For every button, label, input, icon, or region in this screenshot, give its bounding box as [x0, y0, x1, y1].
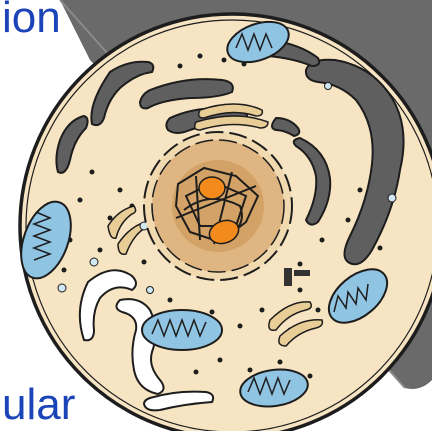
nucleolus	[199, 177, 225, 199]
slide-text-fragment-bottom: ular	[2, 383, 75, 427]
nucleus	[144, 132, 292, 280]
slide-text-fragment-top: ion	[2, 0, 61, 40]
mitochondrion	[142, 310, 222, 350]
